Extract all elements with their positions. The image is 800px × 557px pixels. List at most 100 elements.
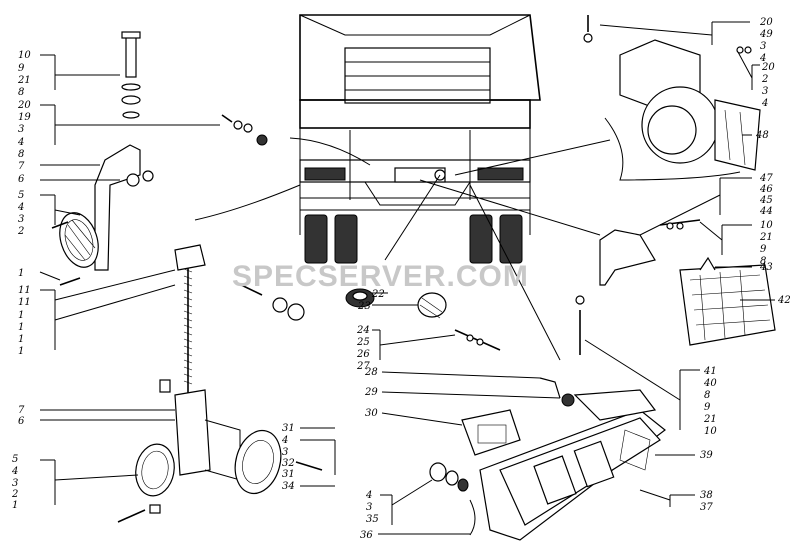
label: 1 bbox=[18, 334, 24, 345]
label: 31 bbox=[282, 423, 295, 434]
label: 1 bbox=[12, 500, 18, 511]
label: 6 bbox=[18, 416, 25, 427]
label: 49 bbox=[759, 29, 773, 40]
label: 39 bbox=[700, 450, 713, 461]
label: 37 bbox=[700, 502, 713, 513]
label: 4 bbox=[11, 466, 18, 477]
label: 35 bbox=[366, 514, 379, 525]
label: 1 bbox=[18, 310, 24, 321]
label: 8 bbox=[18, 149, 24, 160]
label: 25 bbox=[356, 337, 370, 348]
label: 45 bbox=[759, 195, 773, 206]
label: 26 bbox=[356, 349, 370, 360]
threaded-rod bbox=[159, 244, 305, 481]
label: 5 bbox=[12, 454, 18, 465]
label: 36 bbox=[360, 530, 373, 541]
label: 6 bbox=[18, 174, 25, 185]
grommet-center bbox=[345, 288, 375, 308]
label: 4 bbox=[365, 490, 372, 501]
label: 5 bbox=[18, 190, 24, 201]
label: 10 bbox=[760, 220, 773, 231]
label: 4 bbox=[17, 202, 24, 213]
label: 24 bbox=[356, 325, 370, 336]
leader-mid-left bbox=[40, 269, 176, 350]
label: 9 bbox=[18, 63, 25, 74]
label: 28 bbox=[364, 367, 378, 378]
label: 29 bbox=[364, 387, 378, 398]
labels-top-left: 10 9 21 8 20 19 3 4 8 7 6 5 4 3 2 1 bbox=[17, 50, 31, 279]
label: 9 bbox=[760, 244, 767, 255]
label: 48 bbox=[755, 130, 769, 141]
horn-assembly bbox=[583, 15, 761, 171]
label: 3 bbox=[366, 502, 372, 513]
label: 3 bbox=[12, 478, 18, 489]
label: 43 bbox=[759, 262, 773, 273]
label: 3 bbox=[18, 214, 24, 225]
label: 9 bbox=[704, 402, 711, 413]
label: 3 bbox=[762, 86, 768, 97]
label: 32 bbox=[282, 458, 295, 469]
labels-bottom-left: 7 6 5 4 3 2 1 bbox=[11, 405, 25, 511]
label: 30 bbox=[365, 408, 378, 419]
label: 31 bbox=[282, 469, 295, 480]
label: 8 bbox=[760, 256, 766, 267]
label: 4 bbox=[761, 98, 768, 109]
label: 34 bbox=[282, 481, 295, 492]
label: 47 bbox=[759, 173, 773, 184]
reflector-bracket-left bbox=[51, 144, 154, 286]
label: 8 bbox=[18, 87, 24, 98]
labels-top-right: 20 49 3 4 20 2 3 4 48 bbox=[755, 17, 775, 141]
label: 38 bbox=[700, 490, 713, 501]
reflector-lower-right bbox=[234, 429, 323, 495]
leader-right bbox=[584, 21, 775, 507]
label: 2 bbox=[11, 489, 18, 500]
label: 27 bbox=[356, 361, 370, 372]
mount-bracket-right bbox=[575, 219, 701, 355]
label: 21 bbox=[17, 75, 31, 86]
label: 44 bbox=[759, 206, 773, 217]
label: 20 bbox=[759, 17, 773, 28]
label: 1 bbox=[18, 346, 24, 357]
label: 40 bbox=[703, 378, 717, 389]
label: 4 bbox=[17, 137, 24, 148]
label: 19 bbox=[18, 112, 31, 123]
label: 46 bbox=[759, 184, 773, 195]
bolt-stack-top-left bbox=[121, 31, 141, 119]
label: 4 bbox=[759, 53, 766, 64]
label: 1 bbox=[18, 268, 24, 279]
label: 4 bbox=[281, 435, 288, 446]
leader-bottom-left bbox=[40, 409, 175, 505]
label: 20 bbox=[761, 62, 775, 73]
label: 7 bbox=[18, 405, 25, 416]
label: 8 bbox=[704, 390, 710, 401]
label: 2 bbox=[761, 74, 768, 85]
labels-mid-left: 11 11 1 1 1 1 bbox=[18, 285, 31, 357]
label: 11 bbox=[18, 285, 31, 296]
label: 1 bbox=[18, 322, 24, 333]
tail-light-assembly bbox=[479, 377, 666, 541]
label: 2 bbox=[17, 226, 24, 237]
bulb-socket bbox=[429, 462, 476, 536]
label: 42 bbox=[777, 295, 791, 306]
label: 21 bbox=[759, 232, 773, 243]
reflector-lower-left bbox=[117, 443, 175, 523]
connector-center bbox=[417, 292, 501, 351]
leader-center bbox=[300, 292, 561, 535]
watermark-text: SPECSERVER.COM bbox=[232, 260, 529, 293]
label: 21 bbox=[703, 414, 717, 425]
label: 3 bbox=[282, 447, 288, 458]
label: 7 bbox=[18, 161, 25, 172]
label: 20 bbox=[17, 100, 31, 111]
label: 10 bbox=[18, 50, 31, 61]
label: 10 bbox=[704, 426, 717, 437]
leader-top-left bbox=[39, 54, 220, 281]
labels-center: 22 23 24 25 26 27 28 29 30 31 4 3 32 31 … bbox=[281, 289, 385, 541]
label: 3 bbox=[18, 124, 24, 135]
label: 22 bbox=[371, 289, 385, 300]
truck-rear-view bbox=[299, 14, 541, 264]
small-lamp-30 bbox=[461, 409, 521, 456]
label: 3 bbox=[760, 41, 766, 52]
labels-right: 47 46 45 44 10 21 9 8 43 42 41 40 8 9 21… bbox=[700, 173, 791, 513]
label: 11 bbox=[18, 297, 31, 308]
